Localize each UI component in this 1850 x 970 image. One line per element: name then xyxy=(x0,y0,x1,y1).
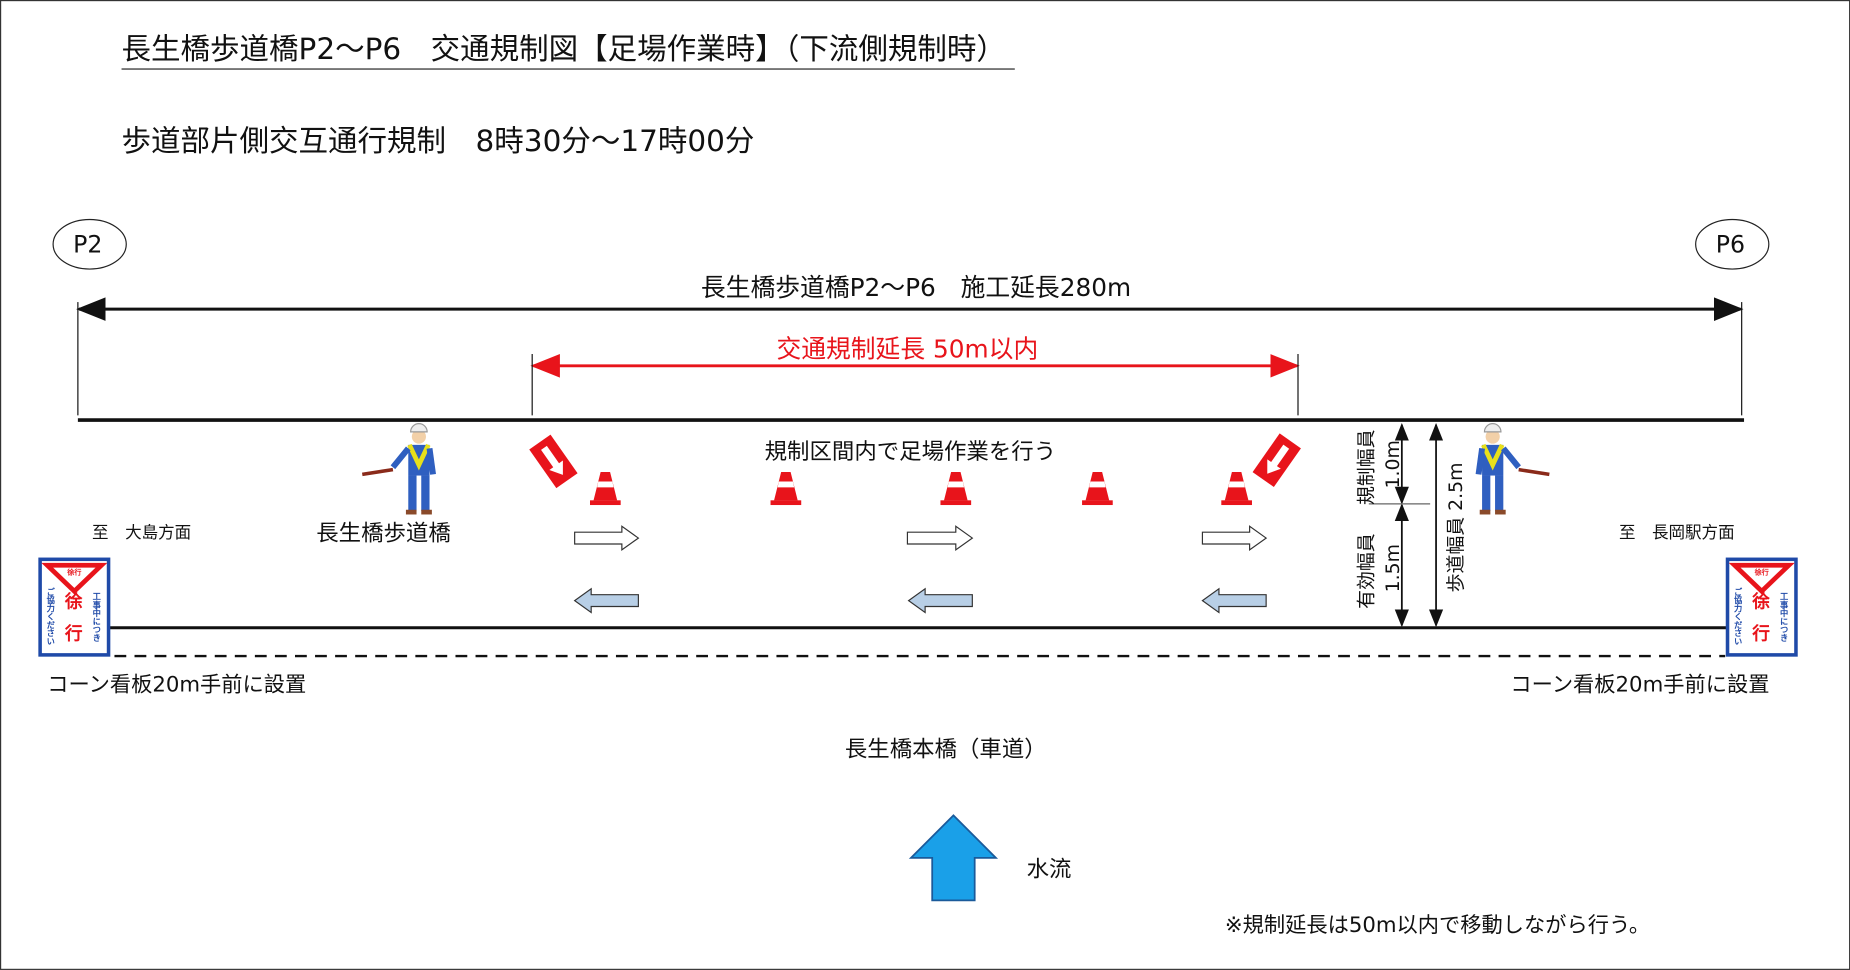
traffic-cones xyxy=(590,471,1252,506)
slow-down-sign-left-board xyxy=(38,557,111,657)
arrow-right-icon xyxy=(574,525,640,552)
sign-left-main-2: 行 xyxy=(64,623,83,645)
work-note: 規制区間内で足場作業を行う xyxy=(764,438,1057,465)
water-flow-arrow-icon xyxy=(908,814,999,902)
arrow-right-icon xyxy=(1201,525,1268,552)
sign-right-main-1: 徐 xyxy=(1752,591,1771,613)
traffic-direction-arrows xyxy=(573,525,1268,614)
sign-right-right-text: 工事中につき xyxy=(1779,592,1789,642)
eff-width-value: 1.5m xyxy=(1381,543,1404,593)
flagman-left-icon xyxy=(361,423,436,515)
sign-left-top-text: 徐行 xyxy=(67,568,82,578)
arrow-board-left-icon xyxy=(529,434,578,489)
p2-marker-ellipse xyxy=(52,218,127,270)
sign-left-right-text: 工事中につき xyxy=(92,592,102,642)
direction-left: 至 大島方面 xyxy=(92,523,192,543)
p6-marker: P6 xyxy=(1715,230,1745,259)
sign-left-main-1: 徐 xyxy=(64,591,83,613)
construction-length-label: 長生橋歩道橋P2～P6 施工延長280m xyxy=(700,273,1132,303)
arrow-left-icon xyxy=(1201,587,1267,614)
cone-icon xyxy=(590,471,621,506)
direction-right: 至 長岡駅方面 xyxy=(1618,523,1735,543)
page-title: 長生橋歩道橋P2～P6 交通規制図【足場作業時】（下流側規制時） xyxy=(121,26,1016,70)
sign-right-top-text: 徐行 xyxy=(1754,568,1769,578)
reg-width-label: 規制幅員 xyxy=(1354,429,1378,506)
total-width-label: 歩道幅員 2.5m xyxy=(1444,462,1467,593)
footnote: ※規制延長は50m以内で移動しながら行う。 xyxy=(1224,913,1651,939)
cone-icon xyxy=(1082,471,1113,506)
arrow-right-icon xyxy=(906,525,974,552)
subtitle: 歩道部片側交互通行規制 8時30分～17時00分 xyxy=(121,123,755,159)
p6-marker-ellipse xyxy=(1695,218,1770,270)
cone-icon xyxy=(770,471,802,506)
cone-icon xyxy=(1221,471,1252,506)
arrow-left-icon xyxy=(907,587,973,614)
regulation-length-label: 交通規制延長 50m以内 xyxy=(776,335,1039,364)
reg-width-value: 1.0m xyxy=(1381,440,1404,489)
sign-left-left-text: ご協力ください xyxy=(46,587,56,646)
p2-marker: P2 xyxy=(73,230,103,259)
sign-right-main-2: 行 xyxy=(1752,623,1771,645)
arrow-left-icon xyxy=(573,587,639,614)
arrow-board-right-icon xyxy=(1252,433,1301,487)
main-bridge-label: 長生橋本橋（車道） xyxy=(844,736,1047,763)
cone-icon xyxy=(940,471,972,506)
flagman-right-icon xyxy=(1475,423,1550,515)
sign-note-right: コーン看板20m手前に設置 xyxy=(1510,672,1770,698)
sign-note-left: コーン看板20m手前に設置 xyxy=(47,672,307,698)
bridge-label: 長生橋歩道橋 xyxy=(316,520,451,547)
eff-width-label: 有効幅員 xyxy=(1354,533,1378,609)
water-flow-label: 水流 xyxy=(1026,856,1072,883)
slow-down-sign-right-board xyxy=(1725,557,1798,657)
sign-right-left-text: ご協力ください xyxy=(1733,587,1743,646)
